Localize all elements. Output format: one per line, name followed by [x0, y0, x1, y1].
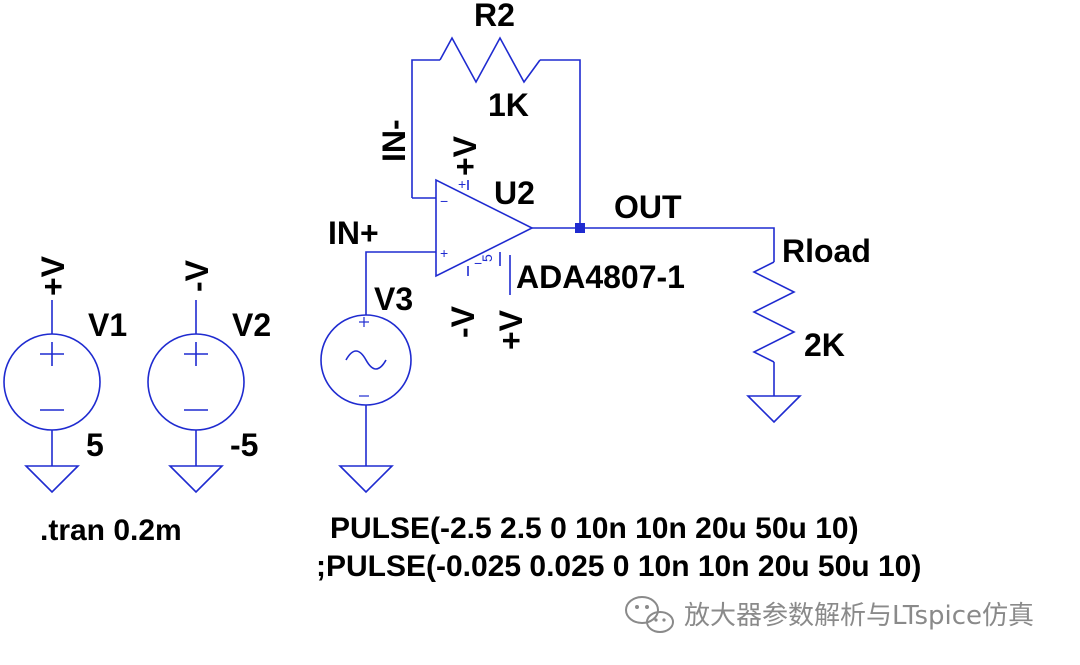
source-v3[interactable]	[320, 314, 412, 494]
pulse-comment-directive[interactable]: ;PULSE(-0.025 0.025 0 10n 10n 20u 50u 10…	[316, 550, 921, 583]
rload-value-label: 2K	[804, 327, 845, 363]
watermark-text: 放大器参数解析与LTspice仿真	[684, 601, 1034, 631]
net-label-in-plus: IN+	[328, 215, 379, 251]
v2-ref-label: V2	[232, 307, 271, 343]
v1-value-label: 5	[86, 427, 104, 463]
u2-vpos-pin-label: +V	[447, 135, 483, 176]
u2-ref-label: U2	[494, 175, 535, 211]
u2-inverting-sign: −	[440, 193, 448, 209]
source-v1[interactable]	[3, 300, 101, 494]
wechat-icon	[625, 596, 674, 633]
u2-part-label: ADA4807-1	[516, 259, 685, 295]
opamp-u2[interactable]	[365, 178, 580, 315]
resistor-rload[interactable]	[746, 261, 802, 424]
r2-value-label: 1K	[488, 87, 529, 123]
u2-vpos-pin5-label: +V	[493, 309, 529, 350]
net-label-out: OUT	[614, 189, 682, 225]
u2-vneg-pin-label: -V	[445, 305, 481, 338]
u2-vminus-pin-sign: −	[474, 255, 482, 271]
output-junction	[575, 223, 585, 233]
rload-ref-label: Rload	[782, 233, 871, 269]
pulse-directive[interactable]: PULSE(-2.5 2.5 0 10n 10n 20u 50u 10)	[330, 512, 859, 545]
output-wire	[585, 227, 775, 262]
source-v2[interactable]	[147, 300, 245, 494]
u2-noninverting-sign: +	[440, 245, 448, 261]
r2-ref-label: R2	[474, 0, 515, 33]
resistor-r2[interactable]	[411, 36, 581, 228]
v2-net-label: -V	[179, 259, 215, 292]
tran-directive[interactable]: .tran 0.2m	[40, 514, 182, 547]
net-label-in-minus: IN-	[376, 119, 412, 162]
v3-ref-label: V3	[374, 281, 413, 317]
u2-pin5-label: 5	[479, 254, 495, 262]
v1-ref-label: V1	[88, 307, 127, 343]
v1-net-label: +V	[35, 255, 71, 296]
u2-vplus-pin-sign: +	[458, 176, 466, 192]
v2-value-label: -5	[230, 427, 258, 463]
